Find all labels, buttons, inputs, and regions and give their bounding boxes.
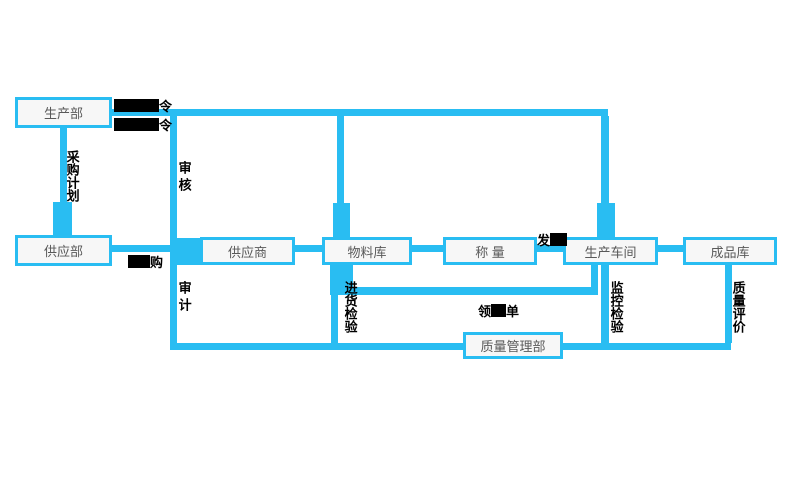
edge-workshop-to-finished bbox=[658, 245, 683, 252]
node-production-workshop-label: 生产车间 bbox=[584, 244, 637, 260]
label-requisition-suffix: 单 bbox=[506, 304, 520, 319]
edge-bottom-horizontal bbox=[170, 343, 731, 350]
node-material-warehouse-label: 物料库 bbox=[347, 244, 387, 260]
node-finished-goods-warehouse-label: 成品库 bbox=[710, 244, 750, 260]
redaction-bar bbox=[114, 99, 159, 112]
node-production-dept: 生产部 bbox=[15, 97, 112, 128]
edge-finished-goods-vertical bbox=[725, 265, 732, 343]
node-quality-management-dept: 质量管理部 bbox=[463, 332, 563, 359]
node-quality-management-dept-label: 质量管理部 bbox=[480, 339, 546, 354]
edge-workshop-short-vertical bbox=[591, 265, 598, 288]
edge-workshop-branch-vertical bbox=[601, 116, 609, 205]
redaction-bar bbox=[550, 233, 568, 246]
node-finished-goods-warehouse: 成品库 bbox=[683, 237, 777, 265]
edge-junction-block bbox=[172, 238, 203, 265]
label-incoming-inspection: 进货检验 bbox=[342, 281, 358, 333]
node-supply-dept: 供应部 bbox=[15, 235, 112, 266]
label-review: 审核 bbox=[176, 161, 192, 195]
label-purchase-order-visible: 购 bbox=[150, 255, 164, 270]
edge-requisition-horizontal bbox=[330, 287, 598, 295]
edge-purchase-plan-stub bbox=[53, 202, 72, 235]
node-weighing: 称 量 bbox=[443, 237, 537, 265]
label-requisition-prefix: 领 bbox=[478, 304, 492, 319]
edge-material-top-stub bbox=[333, 203, 350, 237]
node-supplier-label: 供应商 bbox=[227, 244, 267, 260]
node-weighing-label: 称 量 bbox=[475, 244, 505, 260]
edge-weighing-to-workshop bbox=[537, 245, 563, 252]
node-production-dept-label: 生产部 bbox=[43, 106, 83, 121]
label-instruction-top: 令 bbox=[114, 96, 172, 115]
edge-material-to-weighing bbox=[412, 245, 443, 252]
edge-material-bottom-stub bbox=[330, 265, 346, 289]
redaction-bar bbox=[128, 255, 150, 268]
label-quality-evaluation: 质量评价 bbox=[730, 281, 746, 333]
edge-supply-to-junction bbox=[112, 245, 172, 252]
label-monitoring-inspection: 监控检验 bbox=[608, 281, 624, 333]
label-instruction-bottom-visible: 令 bbox=[159, 118, 173, 133]
label-instruction-bottom: 令 bbox=[114, 115, 172, 134]
edge-material-bottom-thin bbox=[346, 265, 353, 288]
edge-review-audit-vertical bbox=[170, 116, 177, 343]
label-dispatch-visible: 发 bbox=[537, 233, 551, 248]
node-material-warehouse: 物料库 bbox=[322, 237, 412, 265]
node-supplier: 供应商 bbox=[200, 237, 295, 265]
node-production-workshop: 生产车间 bbox=[563, 237, 658, 265]
label-audit: 审计 bbox=[176, 281, 192, 315]
edge-incoming-inspection-vertical bbox=[331, 295, 338, 343]
edge-workshop-top-stub bbox=[597, 203, 615, 237]
node-supply-dept-label: 供应部 bbox=[43, 244, 83, 259]
edge-top-horizontal bbox=[112, 109, 608, 116]
edge-material-branch-vertical bbox=[337, 116, 344, 205]
edge-supplier-to-material bbox=[295, 245, 322, 252]
label-purchase-plan: 采购计划 bbox=[64, 150, 80, 202]
label-instruction-top-visible: 令 bbox=[159, 99, 173, 114]
redaction-bar bbox=[491, 304, 507, 317]
edge-purchase-plan-vertical bbox=[60, 128, 67, 204]
redaction-bar bbox=[114, 118, 159, 131]
label-requisition: 领单 bbox=[478, 301, 519, 320]
edge-monitoring-vertical bbox=[601, 265, 609, 343]
label-dispatch: 发 bbox=[537, 230, 568, 249]
label-purchase-order: 购 bbox=[128, 252, 163, 271]
